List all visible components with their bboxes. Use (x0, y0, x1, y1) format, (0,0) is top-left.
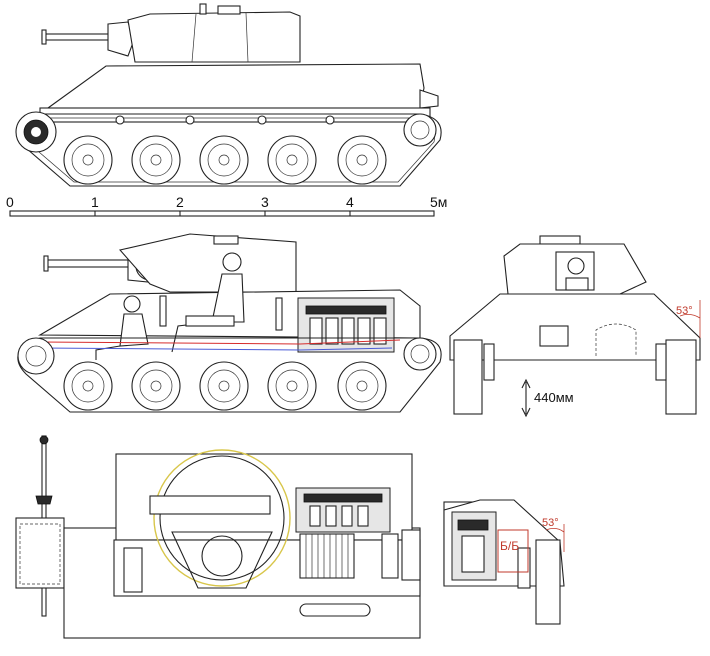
ammo-rack: Б/Б (497, 529, 529, 573)
scale-tick-4: 4 (346, 194, 354, 210)
rear-section-view: Б/Б 53° (443, 499, 565, 625)
rear-armor-angle: 53° (542, 517, 565, 552)
scale-tick-0: 0 (6, 194, 14, 210)
armor-angle-label-top: 53° (676, 305, 693, 317)
gunner-figure (171, 252, 245, 353)
gun-mantlet (107, 21, 135, 57)
turret-cutaway (118, 233, 297, 293)
front-armor-angle: 53° (676, 300, 701, 338)
wiring-blue (39, 347, 393, 351)
idler-wheel (403, 113, 437, 147)
scale-tick-1: 1 (91, 194, 99, 210)
side-view-exterior (15, 3, 442, 187)
armor-angle-label-bottom: 53° (542, 517, 559, 529)
turret (127, 11, 301, 63)
ground-clearance-dimension: 440мм (521, 378, 574, 418)
hull-upper (46, 63, 425, 109)
wiring-red (39, 339, 401, 345)
scale-tick-3: 3 (261, 194, 269, 210)
front-view: 440мм 53° (449, 235, 701, 418)
top-view (15, 435, 421, 639)
scale-bar: 0 1 2 3 4 5м (6, 194, 447, 217)
engine-grille (299, 533, 355, 579)
scale-tick-2: 2 (176, 194, 184, 210)
gun-barrel-cutaway (43, 259, 137, 268)
side-view-cutaway (17, 233, 442, 413)
scale-end-label: 5м (430, 194, 447, 210)
road-wheels-cutaway (63, 361, 387, 411)
road-wheels (63, 135, 387, 185)
engine (297, 297, 395, 353)
turret-ring (153, 449, 291, 587)
ground-clearance-label: 440мм (534, 390, 574, 405)
ammo-rack-label: Б/Б (500, 539, 519, 553)
gun-barrel (41, 33, 113, 41)
engine-top (295, 487, 391, 533)
drive-sprocket (15, 111, 57, 153)
